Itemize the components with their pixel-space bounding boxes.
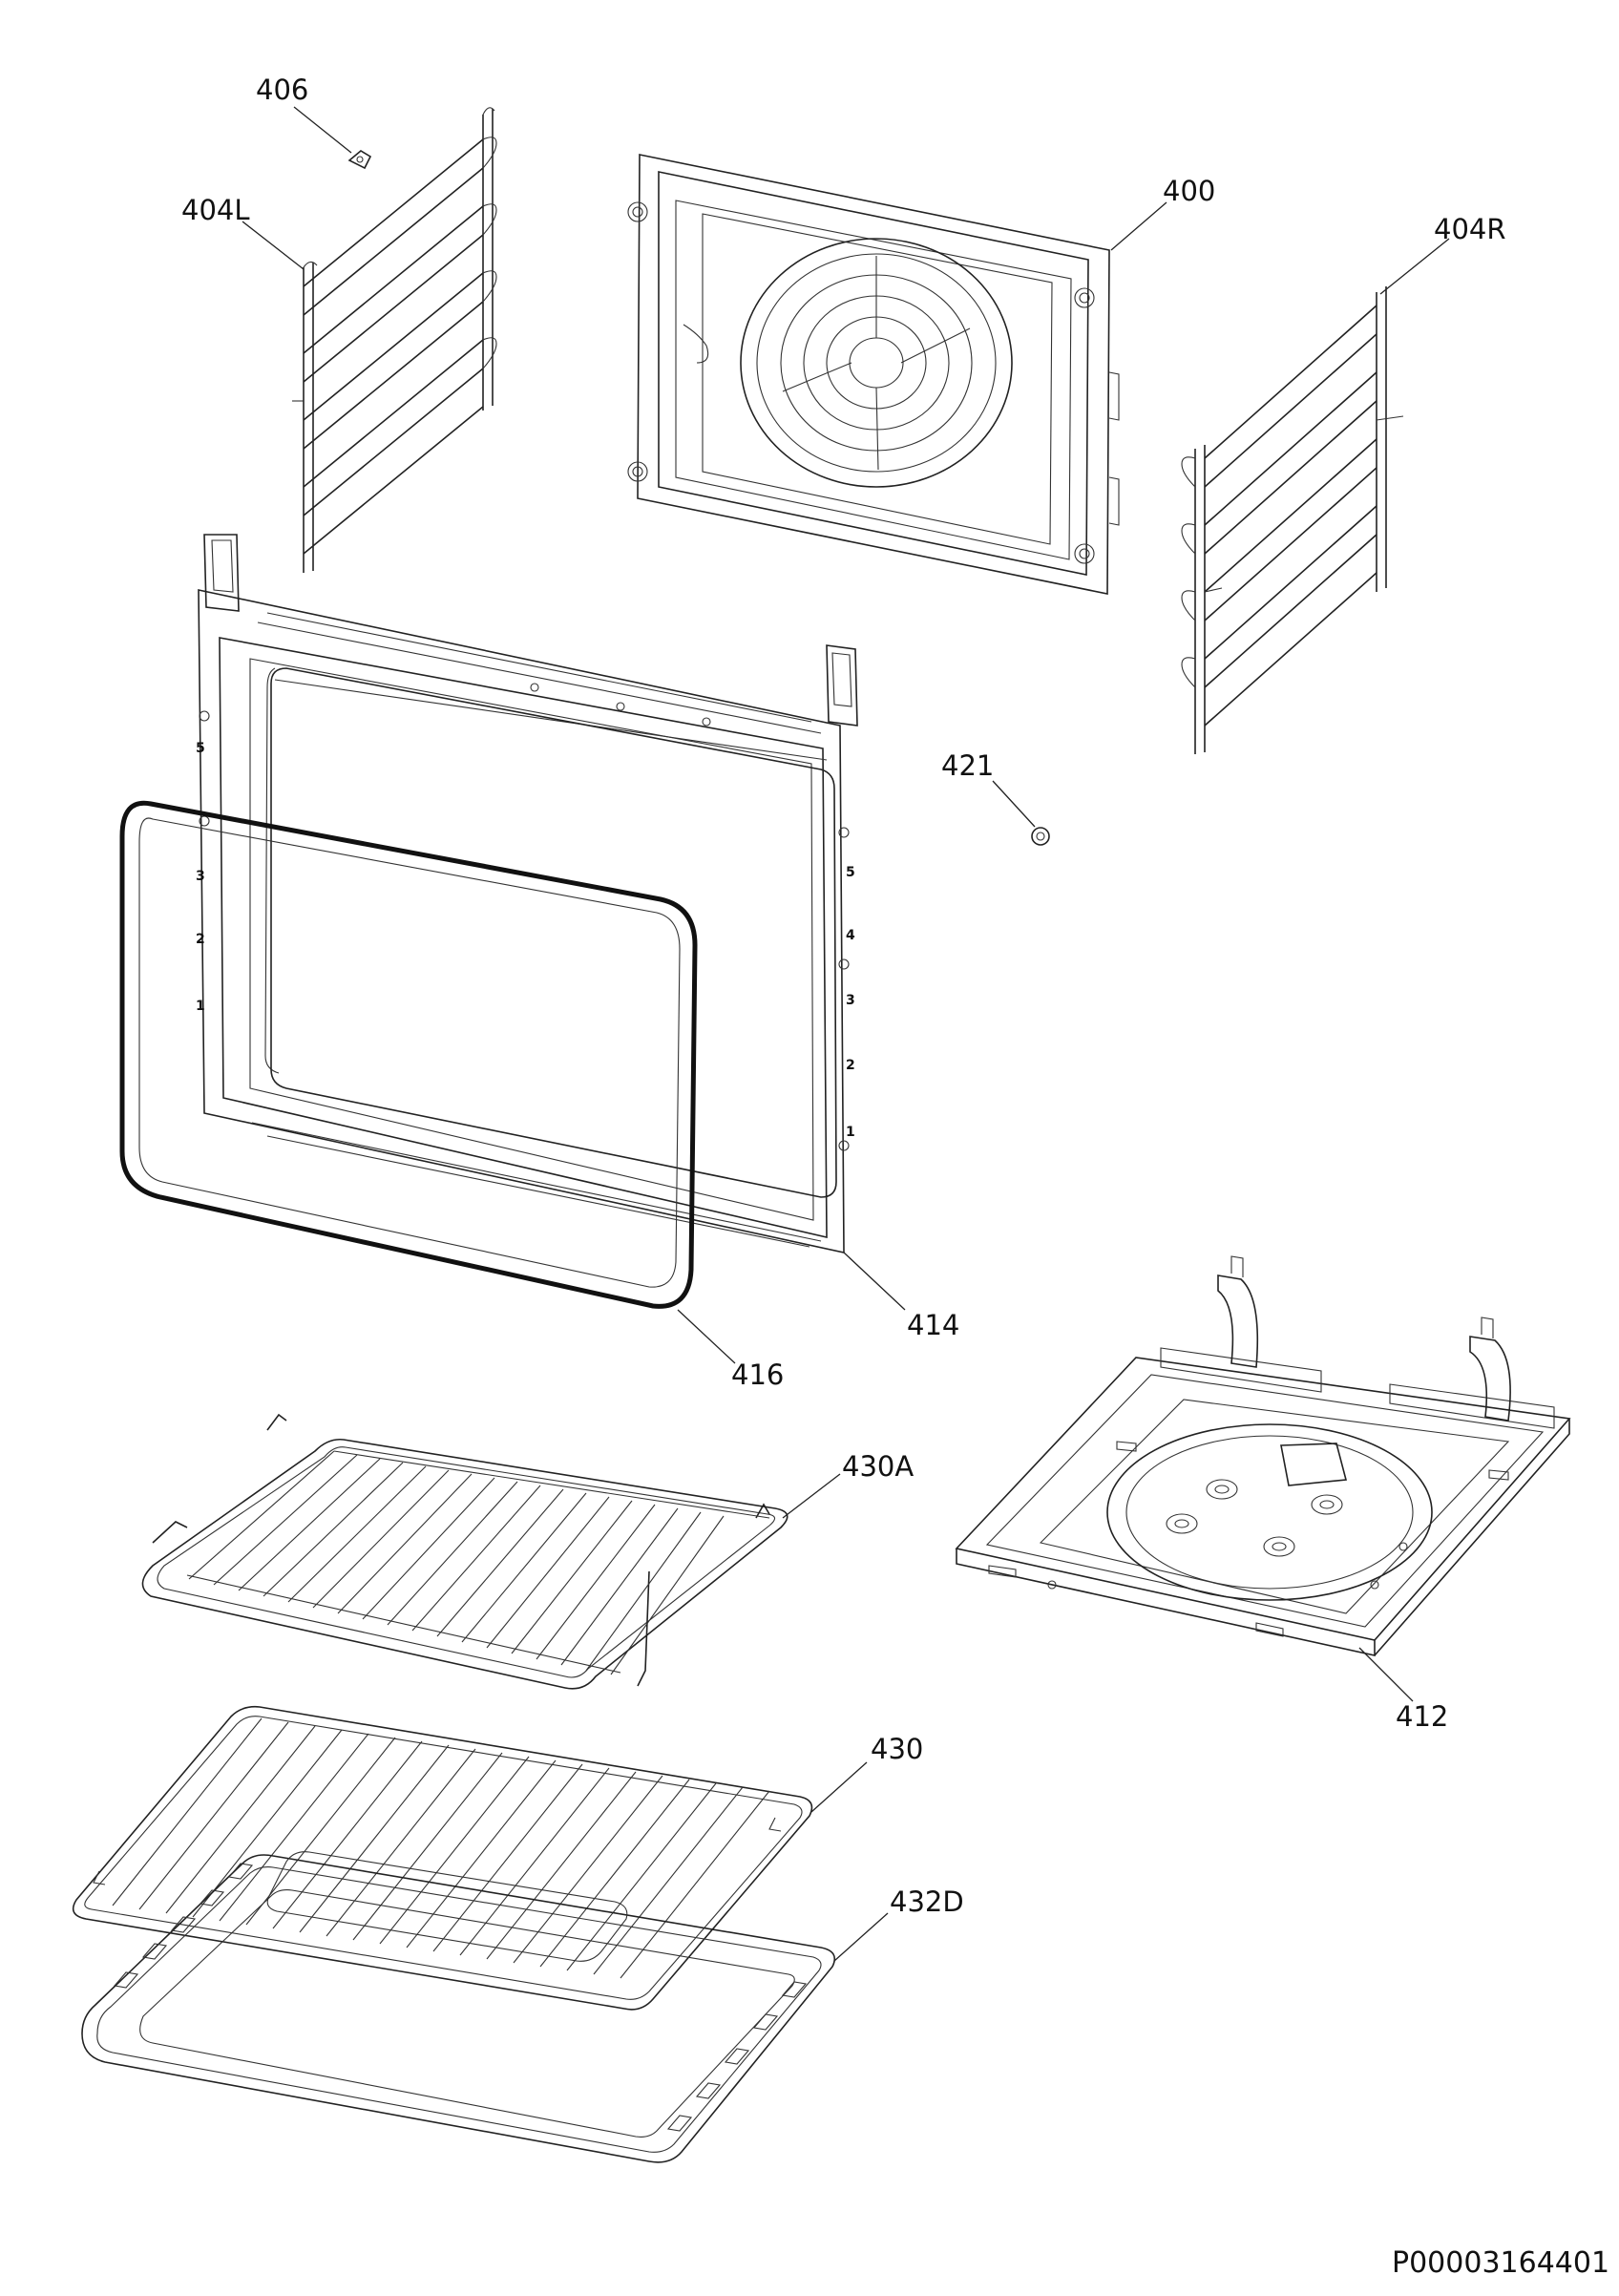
shelf-number-right-3: 3 — [846, 993, 855, 1008]
leader-416 — [677, 1309, 736, 1364]
part-404R-shelf-support-right — [1181, 286, 1404, 754]
shelf-number-left-2: 2 — [196, 932, 205, 947]
part-412-bottom-plate — [955, 1255, 1571, 1656]
label-432D: 432D — [890, 1885, 964, 1918]
leader-404L — [242, 221, 305, 270]
leader-421 — [992, 780, 1036, 828]
part-430-wire-rack — [72, 1705, 813, 2011]
document-code: P00003164401 — [1392, 2246, 1609, 2280]
label-416: 416 — [731, 1359, 784, 1391]
label-412: 412 — [1396, 1700, 1448, 1733]
part-416-door-gasket — [119, 800, 698, 1309]
part-400-rear-panel — [627, 154, 1120, 595]
part-430A-wire-shelf — [141, 1413, 788, 1690]
part-404L-shelf-support-left — [292, 107, 497, 573]
leader-404R — [1379, 238, 1450, 295]
part-414-cavity-frame — [198, 534, 858, 1253]
leader-430A — [782, 1473, 841, 1519]
shelf-number-right-4: 4 — [846, 928, 855, 943]
label-430: 430 — [871, 1733, 923, 1765]
label-404R: 404R — [1434, 213, 1506, 245]
shelf-number-right-5: 5 — [846, 865, 855, 880]
label-404L: 404L — [181, 194, 250, 226]
shelf-number-left-5: 5 — [196, 741, 205, 756]
leader-406 — [293, 106, 352, 154]
part-432D-baking-tray — [81, 1851, 836, 2163]
part-421-screw — [1031, 827, 1050, 846]
shelf-number-left-3: 3 — [196, 869, 205, 884]
label-430A: 430A — [842, 1450, 914, 1483]
part-406-clip — [347, 150, 372, 170]
leader-400 — [1110, 201, 1167, 251]
label-414: 414 — [907, 1309, 959, 1341]
shelf-number-left-1: 1 — [196, 999, 205, 1014]
leader-412 — [1358, 1647, 1414, 1702]
label-400: 400 — [1163, 175, 1215, 207]
label-421: 421 — [941, 749, 994, 782]
leader-414 — [843, 1252, 906, 1311]
leader-430 — [810, 1761, 868, 1813]
shelf-number-right-2: 2 — [846, 1058, 855, 1073]
label-406: 406 — [256, 74, 308, 106]
shelf-number-right-1: 1 — [846, 1125, 855, 1140]
leader-432D — [833, 1912, 889, 1962]
